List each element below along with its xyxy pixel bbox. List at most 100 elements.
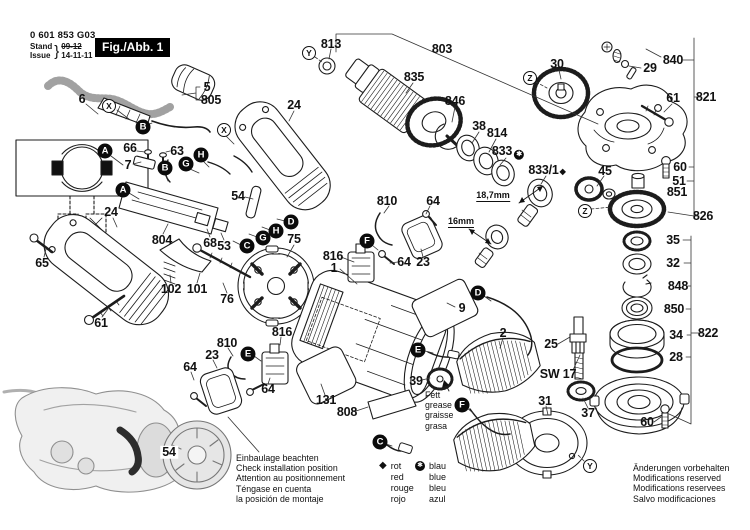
part-label-30: 30 xyxy=(550,58,564,71)
part-label-805: 805 xyxy=(201,94,221,107)
part-label-60: 60 xyxy=(673,161,687,174)
part-number: 101 xyxy=(186,281,208,296)
dimension-arrows xyxy=(442,185,544,392)
part-number: 39 xyxy=(409,373,423,388)
part-label-835: 835 xyxy=(404,71,424,84)
bearing-series xyxy=(434,123,553,268)
cover-23-bottom xyxy=(199,367,243,415)
bearing-833-1 xyxy=(527,178,553,208)
bearing-813 xyxy=(318,57,336,75)
reference-letter-Y: Y xyxy=(302,46,316,60)
connection-letter-G: G xyxy=(178,156,194,172)
armature-assembly xyxy=(318,57,463,150)
connection-letter-B: B xyxy=(135,119,151,135)
part-label-75: 75 xyxy=(287,233,301,246)
part-number: 6 xyxy=(78,91,86,106)
part-label-29: 29 xyxy=(643,62,657,75)
brush-holder-bottom xyxy=(453,412,536,472)
blue-star-marker: ✱ xyxy=(514,149,525,160)
o-ring-28 xyxy=(610,346,664,374)
part-label-76: 76 xyxy=(220,293,234,306)
screw-64c xyxy=(246,383,265,396)
part-label-24: 24 xyxy=(287,99,301,112)
part-number: 28 xyxy=(669,349,683,364)
part-label-101: 101 xyxy=(187,283,207,296)
part-label-60: 60 xyxy=(640,416,654,429)
part-number: 65 xyxy=(35,255,49,270)
part-number: 816 xyxy=(271,324,293,339)
part-number: 810 xyxy=(216,335,238,350)
part-number: 803 xyxy=(431,41,453,56)
reference-letter-X: X xyxy=(102,99,116,113)
issue-label: Issue xyxy=(30,51,51,61)
connection-letter-E: E xyxy=(240,346,256,362)
screw-65 xyxy=(29,233,54,254)
legend-line: rojo xyxy=(390,493,406,504)
part-label-814: 814 xyxy=(487,127,507,140)
connection-letter-E: E xyxy=(410,342,426,358)
part-label-826: 826 xyxy=(693,210,713,223)
part-number: 60 xyxy=(640,414,654,429)
part-label-850: 850 xyxy=(664,303,684,316)
part-number: 850 xyxy=(663,301,685,316)
part-label-833-1: 833/1◆ xyxy=(528,164,565,177)
part-number: 61 xyxy=(94,315,108,330)
part-number: 35 xyxy=(666,232,680,247)
part-label-45: 45 xyxy=(598,165,612,178)
part-label-66: 66 xyxy=(123,142,137,155)
field-wires xyxy=(207,155,253,175)
part-number: 7 xyxy=(124,157,132,172)
part-label-813: 813 xyxy=(321,38,341,51)
connection-letter-C: C xyxy=(239,238,255,254)
part-label-840: 840 xyxy=(663,54,683,67)
connection-letter-D: D xyxy=(283,214,299,230)
note-line: Attention au positionnement xyxy=(236,473,346,484)
connection-letter-B: B xyxy=(157,160,173,176)
part-label-34: 34 xyxy=(669,329,683,342)
part-number: 814 xyxy=(486,125,508,140)
part-number: 9 xyxy=(458,300,466,315)
part-number: 23 xyxy=(416,254,430,269)
detent-parts-840 xyxy=(601,41,637,80)
part-label-37: 37 xyxy=(581,407,595,420)
bearing-flange-unit xyxy=(589,376,690,435)
part-label-6: 6 xyxy=(79,93,86,106)
lever-101 xyxy=(159,238,212,273)
note-line: Einbaulage beachten xyxy=(236,453,319,463)
part-label-64: 64 xyxy=(397,256,411,269)
dimension-label-18-7mm: 18,7mm xyxy=(476,190,510,202)
part-number: 32 xyxy=(666,255,680,270)
plate-808 xyxy=(367,389,417,420)
part-label-25: 25 xyxy=(544,338,558,351)
part-number: 2 xyxy=(499,325,507,340)
part-number: 848 xyxy=(667,278,689,293)
part-number: 804 xyxy=(151,232,173,247)
connection-letter-C: C xyxy=(372,434,388,450)
note-line: la posición de montaje xyxy=(236,493,324,504)
part-label-63: 63 xyxy=(170,145,184,158)
screw-61-left xyxy=(83,294,126,326)
part-number: 24 xyxy=(104,204,118,219)
part-label-816: 816 xyxy=(272,326,292,339)
part-number: 38 xyxy=(472,118,486,133)
sleeve-51-851 xyxy=(631,172,645,189)
part-number: 822 xyxy=(697,325,719,340)
connection-letter-A: A xyxy=(97,143,113,159)
document-number: 0 601 853 G03 xyxy=(30,30,96,41)
red-diamond-marker: ◆ xyxy=(559,166,566,176)
note-line: graisse xyxy=(425,410,454,421)
part-label-5: 5 xyxy=(204,81,211,94)
part-number: 76 xyxy=(220,291,234,306)
part-label-31: 31 xyxy=(538,395,552,408)
bearing-plate-75 xyxy=(237,245,315,327)
connection-letter-D: D xyxy=(470,285,486,301)
pin-54 xyxy=(245,185,262,219)
part-number: 31 xyxy=(538,393,552,408)
part-number: 64 xyxy=(426,193,440,208)
part-label-846: 846 xyxy=(445,95,465,108)
reference-letter-Y: Y xyxy=(583,459,597,473)
part-number: 54 xyxy=(231,188,245,203)
